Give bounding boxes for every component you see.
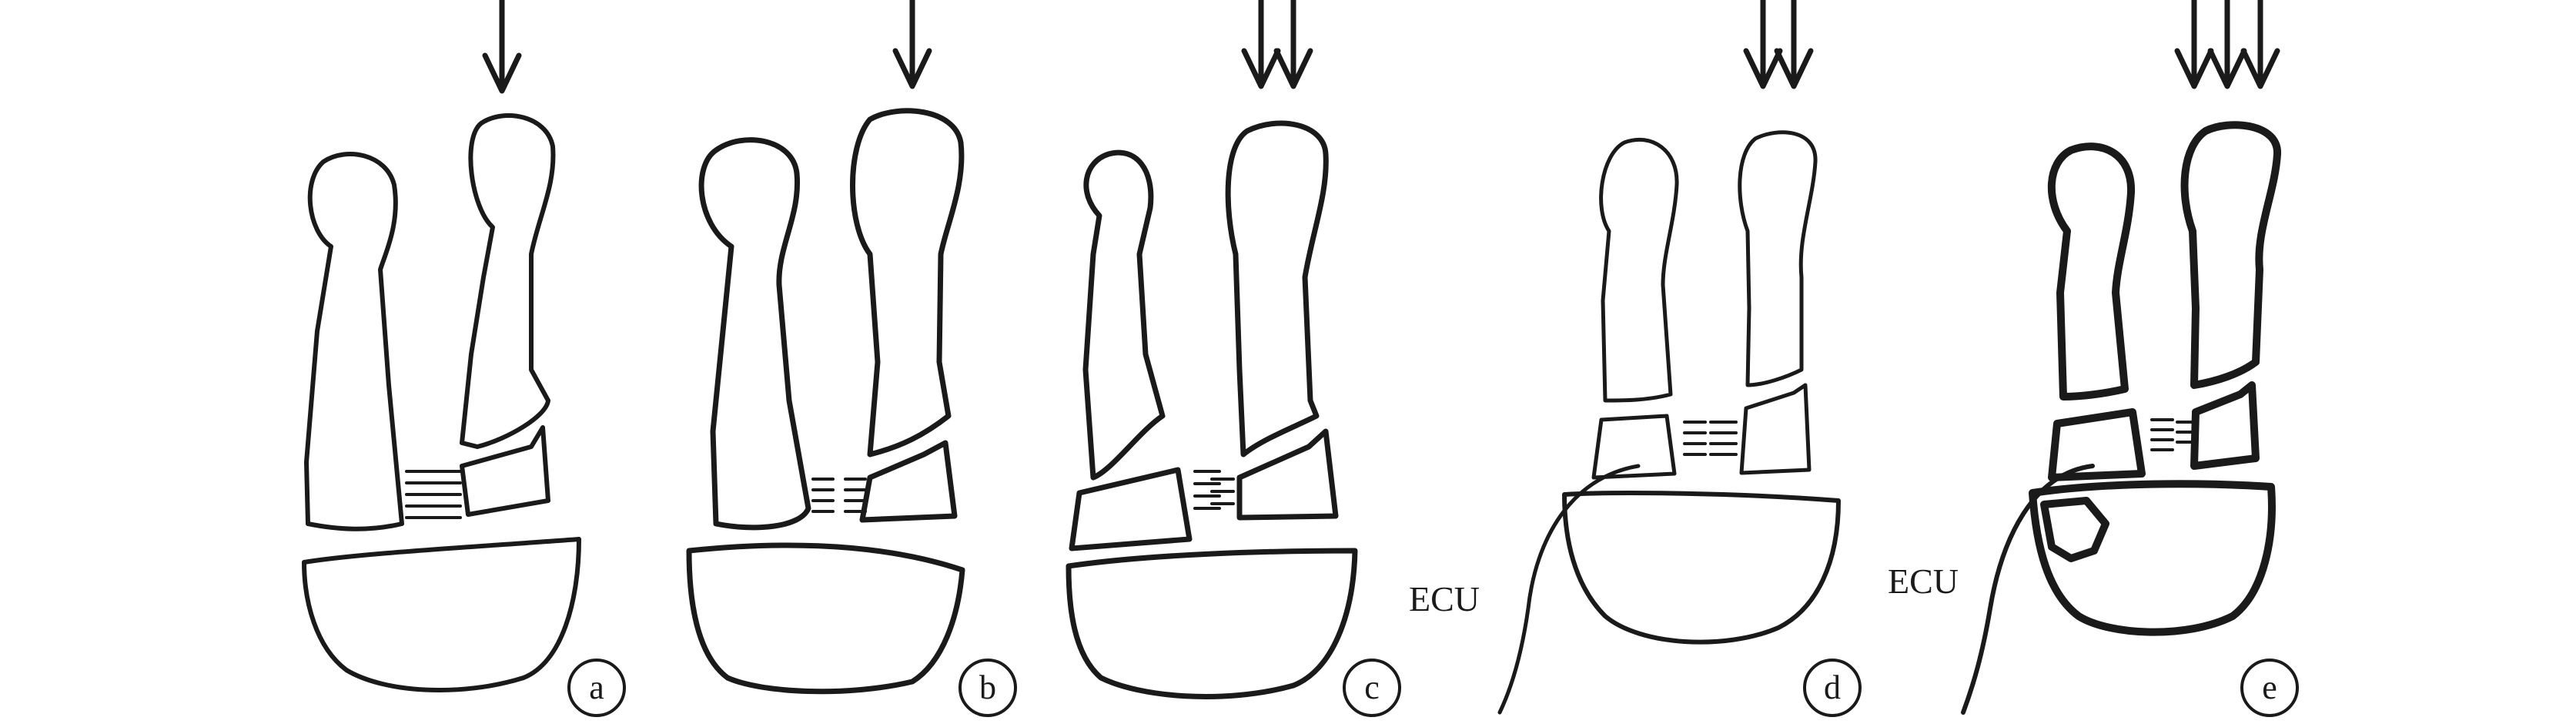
panel-e: ECU e [1888,0,2299,717]
tendon-label: ECU [1888,561,1959,601]
ulna-fragment [1591,414,1677,480]
axial-load-arrows [1241,0,1313,89]
load-arrowhead [482,52,522,94]
panel-d: ECU d [1409,0,1862,717]
radius-shaft [2180,121,2281,389]
panel-label-text: d [1824,669,1841,706]
radius-shaft [1738,130,1818,387]
radius-fragment [2190,381,2260,470]
panel-label-text: c [1364,669,1380,706]
ecu-tendon [1961,464,2095,715]
tendon-label: ECU [1409,579,1480,618]
panel-label-d: d [1803,659,1862,717]
panel-label-a: a [567,659,626,717]
panel-label-b: b [958,659,1017,717]
fracture-hatching [811,478,867,513]
ulna-shaft [2048,142,2136,401]
radius-fragment [460,425,550,517]
panel-label-text: e [2262,669,2277,706]
ulna-fragment [2048,408,2146,481]
panel-b: b [686,0,1017,717]
panel-label-e: e [2240,659,2299,717]
fracture-hatching [1683,421,1738,456]
axial-load-arrows [2174,0,2280,89]
panel-a: a [302,0,626,717]
carpal-lunate [686,542,965,695]
ulna-shaft [1599,137,1679,403]
carpal-lunate [302,537,581,693]
radius-fragment [1739,383,1812,475]
ecu-tendon [1497,464,1641,715]
ulna-shaft [1082,149,1166,481]
radius-shaft [460,113,556,449]
panel-label-c: c [1343,659,1401,717]
carpal-fragment [2040,497,2109,562]
axial-load-arrows [892,0,932,89]
ulna-fragment [1069,467,1193,551]
fracture-hatching [405,470,462,519]
radius-shaft [850,108,965,458]
ulna-shaft [698,137,811,531]
fracture-hatching [1193,470,1235,510]
carpal-lunate [1562,491,1841,645]
panel-c: c [1066,0,1401,717]
ulna-shaft [304,152,404,531]
panel-label-text: a [589,669,604,706]
panel-label-text: b [979,669,996,706]
axial-load-arrows [482,0,522,94]
carpal-lunate [1066,548,1358,699]
fracture-hatching [2150,418,2193,451]
radius-fragment [1236,428,1339,521]
axial-load-arrows [1743,0,1814,89]
radius-shaft [1225,120,1329,458]
carpal-lunate [2029,480,2276,636]
